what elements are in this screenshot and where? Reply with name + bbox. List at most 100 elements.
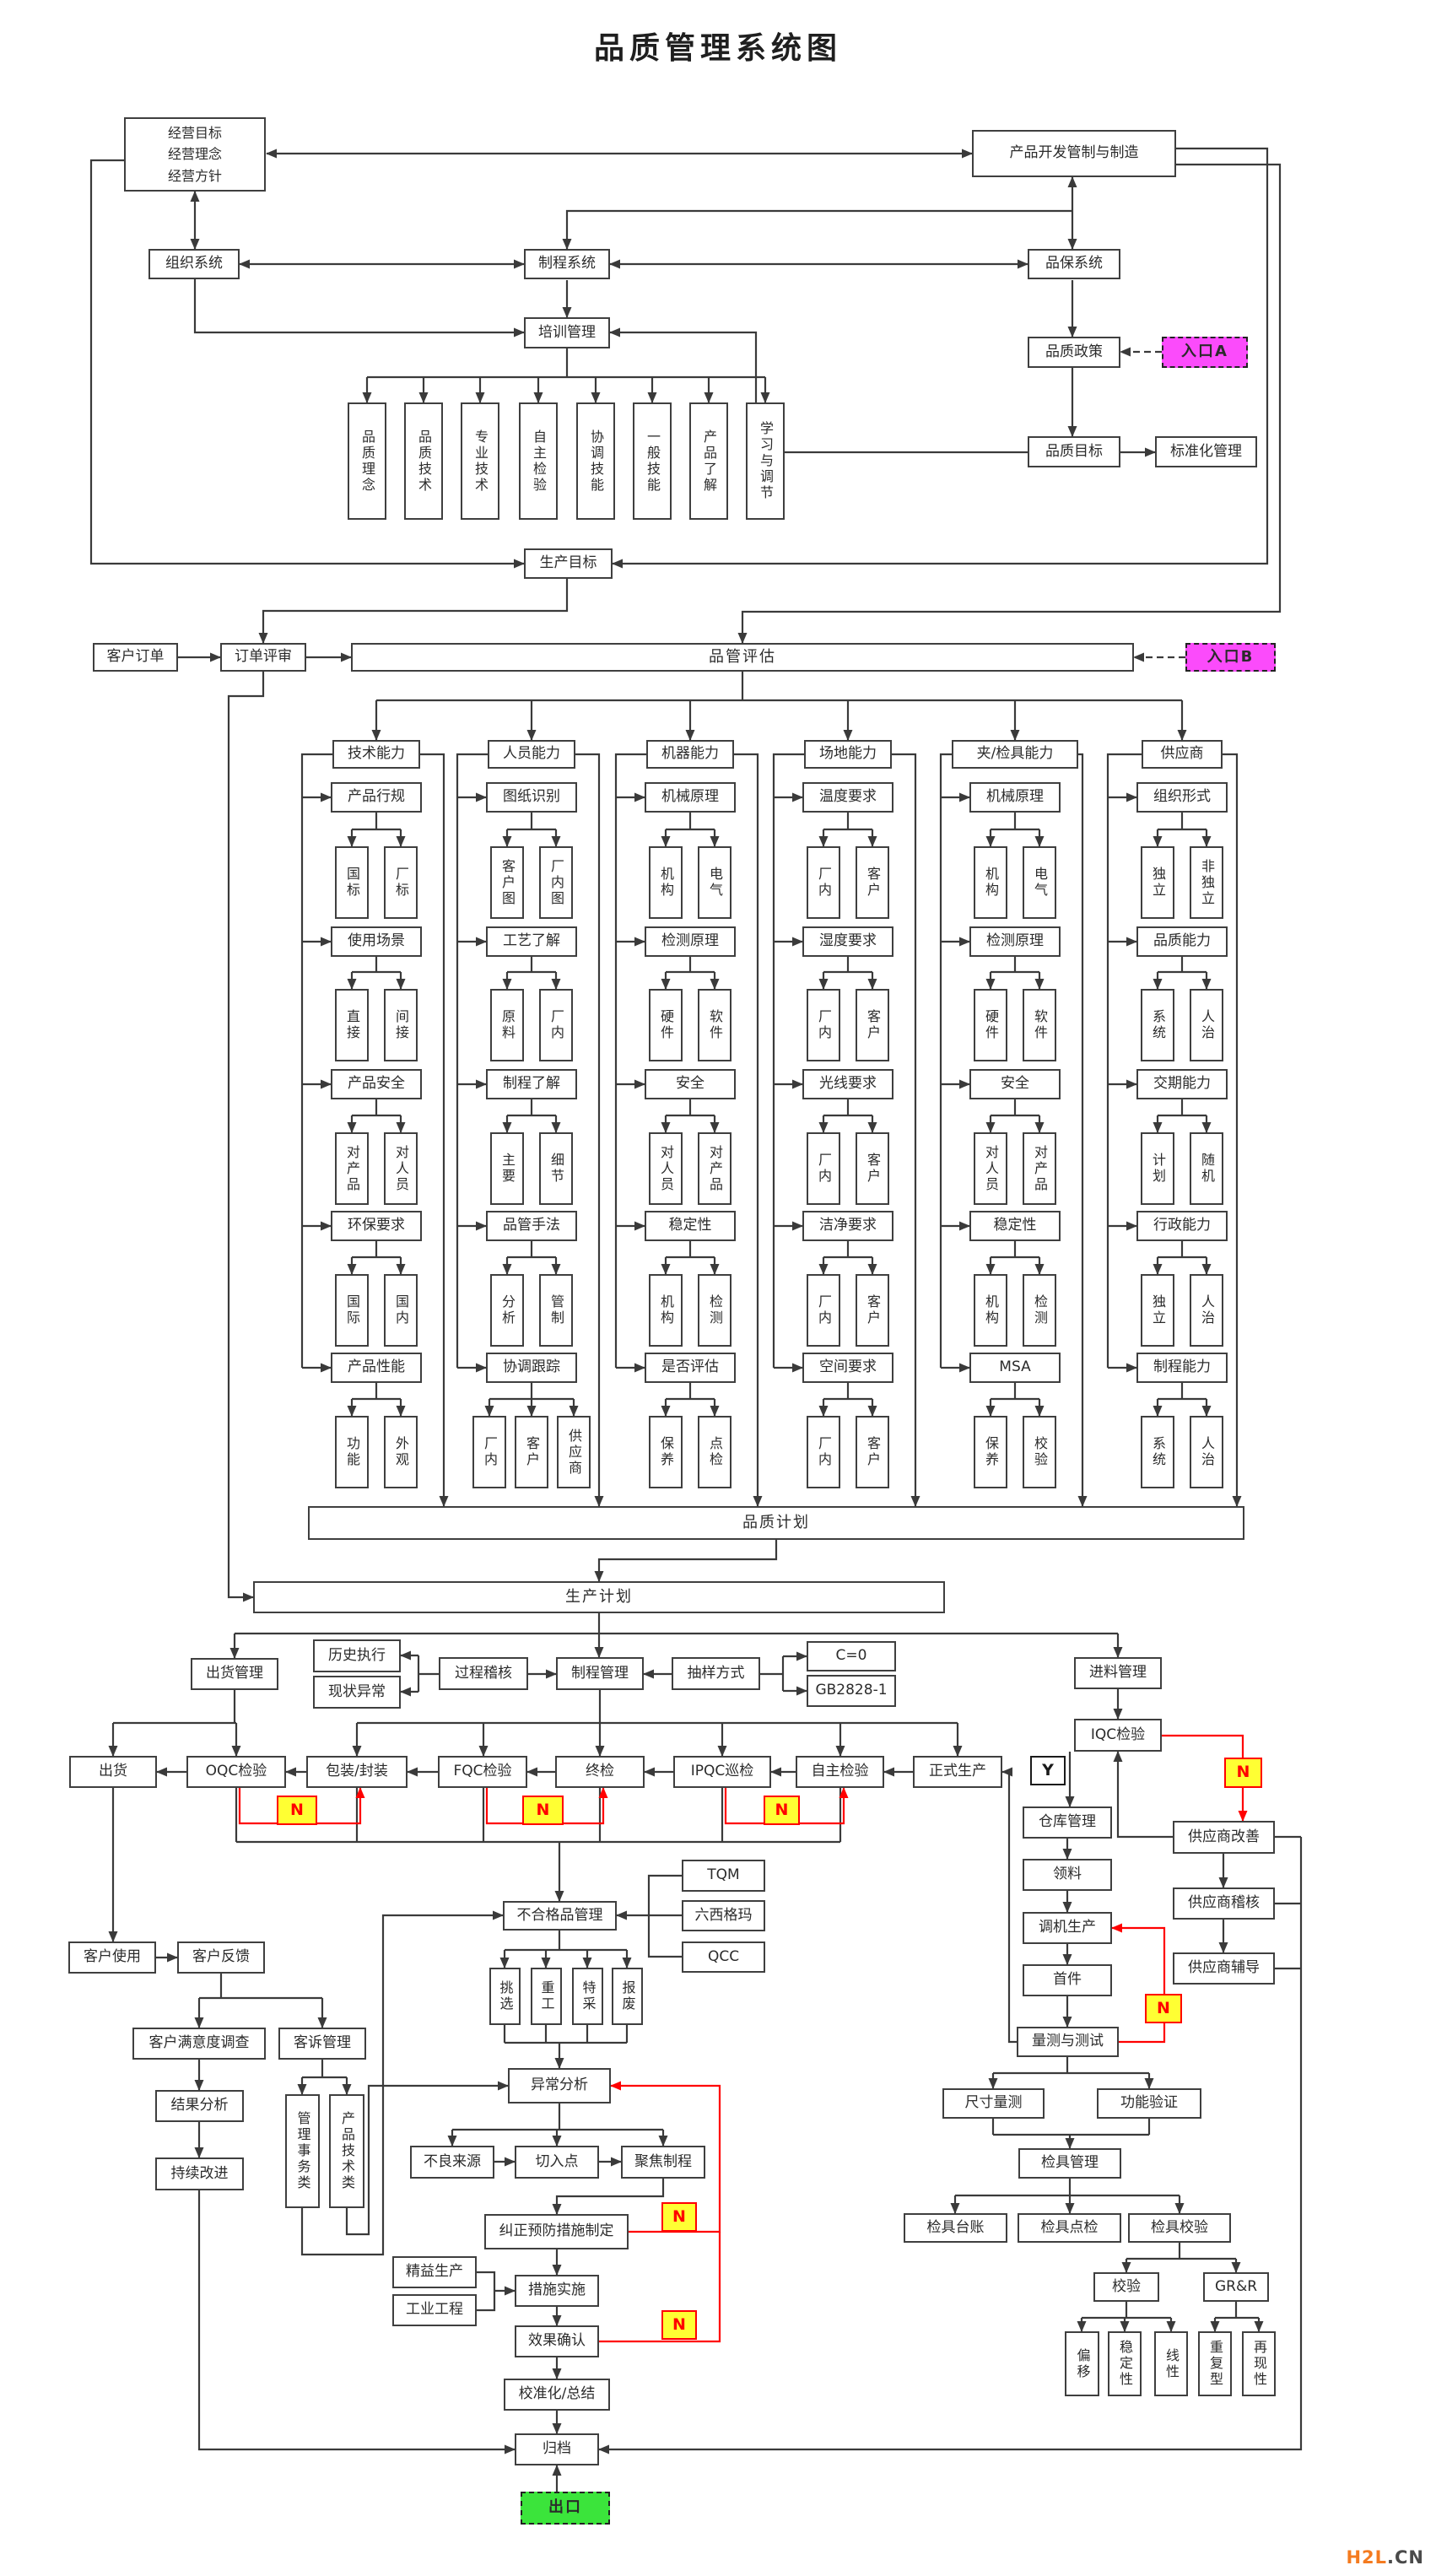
col-site-group-3-label: 洁净要求 (802, 1211, 893, 1241)
repeatability: 重复型 (1198, 2331, 1232, 2396)
training-quality-skill: 品质技术 (404, 402, 443, 520)
entry-b: 入口B (1185, 643, 1276, 672)
watermark-part1: H2L (1346, 2547, 1388, 2568)
col-personnel-group-1-child-1: 厂内 (539, 989, 573, 1061)
gauge-ledger: 检具台账 (904, 2213, 1007, 2243)
col-fixture-group-4-child-1: 校验 (1023, 1416, 1056, 1488)
gb2828: GB2828-1 (807, 1675, 896, 1707)
col-fixture-group-2-child-0: 对人员 (974, 1132, 1007, 1205)
col-supplier-group-0-label: 组织形式 (1136, 782, 1228, 813)
scrap: 报废 (612, 1968, 643, 2025)
training-quality-concept: 品质理念 (348, 402, 386, 520)
tqm: TQM (682, 1860, 765, 1892)
n-flag-iqc: N (1224, 1758, 1262, 1788)
col-fixture-group-1-child-0: 硬件 (974, 989, 1007, 1061)
col-tech-group-2-label: 产品安全 (331, 1069, 422, 1099)
col-supplier-group-4-child-0: 系统 (1141, 1416, 1174, 1488)
training-self-check: 自主检验 (519, 402, 558, 520)
packaging: 包装/封装 (306, 1756, 408, 1788)
col-site-group-0-label: 温度要求 (802, 782, 893, 813)
col-fixture-group-2-label: 安全 (969, 1069, 1061, 1099)
mgmt-affairs-class: 管理事务类 (285, 2094, 320, 2208)
col-supplier-group-3-child-1: 人治 (1190, 1274, 1223, 1347)
quality-policy: 品质政策 (1028, 337, 1120, 368)
col-site-group-2-label: 光线要求 (802, 1069, 893, 1099)
col-site-group-2-child-1: 客户 (856, 1132, 889, 1205)
col-personnel-group-4-child-0: 厂内 (472, 1416, 506, 1488)
rework: 重工 (531, 1968, 562, 2025)
training-general-skill: 一般技能 (633, 402, 672, 520)
industrial-eng: 工业工程 (392, 2294, 477, 2326)
col-machine-group-4-child-0: 保养 (649, 1416, 683, 1488)
col-supplier-group-0-child-1: 非独立 (1190, 846, 1223, 919)
col-tech-group-3-child-0: 国际 (335, 1274, 369, 1347)
incoming-mgmt: 进料管理 (1074, 1657, 1162, 1689)
exit: 出口 (521, 2492, 610, 2525)
six-sigma: 六西格玛 (682, 1900, 765, 1931)
entry-a: 入口A (1162, 337, 1248, 368)
col-personnel-group-0-label: 图纸识别 (486, 782, 577, 813)
result-analysis: 结果分析 (155, 2090, 244, 2122)
watermark-part2: .CN (1387, 2547, 1424, 2568)
customer-use: 客户使用 (68, 1941, 156, 1974)
col-supplier-group-2-child-1: 随机 (1190, 1132, 1223, 1205)
dimension-measure: 尺寸量测 (942, 2088, 1045, 2119)
col-fixture-group-4-label: MSA (969, 1353, 1061, 1383)
gauge-calibration: 检具校验 (1128, 2213, 1231, 2243)
col-site-group-1-child-1: 客户 (856, 989, 889, 1061)
product-dev: 产品开发管制与制造 (972, 130, 1176, 177)
col-supplier-header: 供应商 (1142, 740, 1223, 769)
production-plan: 生产计划 (253, 1581, 945, 1613)
process-mgmt: 制程管理 (556, 1657, 644, 1690)
col-machine-group-2-child-0: 对人员 (649, 1132, 683, 1205)
continuous-improve: 持续改进 (155, 2157, 244, 2190)
col-site-header: 场地能力 (804, 740, 892, 769)
col-personnel-group-3-label: 品管手法 (486, 1211, 577, 1241)
col-site-group-0-child-0: 厂内 (807, 846, 840, 919)
capa-plan: 纠正预防措施制定 (484, 2214, 629, 2249)
col-fixture-group-3-child-0: 机构 (974, 1274, 1007, 1347)
col-supplier-group-4-child-1: 人治 (1190, 1416, 1223, 1488)
training-product-knowledge: 产品了解 (689, 402, 728, 520)
watermark-logo: H2L.CN (1346, 2547, 1424, 2568)
col-personnel-group-4-child-1: 客户 (515, 1416, 548, 1488)
col-machine-group-0-label: 机械原理 (645, 782, 736, 813)
col-tech-group-1-child-0: 直接 (335, 989, 369, 1061)
oqc-inspection: OQC检验 (186, 1756, 286, 1788)
col-site-group-4-child-0: 厂内 (807, 1416, 840, 1488)
col-tech-group-4-child-0: 功能 (335, 1416, 369, 1488)
col-personnel-group-2-child-1: 细节 (539, 1132, 573, 1205)
n-flag-measure: N (1145, 1994, 1182, 2023)
concession: 特采 (572, 1968, 603, 2025)
col-supplier-group-0-child-0: 独立 (1141, 846, 1174, 919)
col-machine-group-3-child-0: 机构 (649, 1274, 683, 1347)
col-machine-header: 机器能力 (646, 740, 734, 769)
n-flag-oqc: N (277, 1796, 317, 1825)
col-tech-group-1-child-1: 间接 (384, 989, 418, 1061)
col-tech-group-2-child-0: 对产品 (335, 1132, 369, 1205)
material-pick: 领料 (1023, 1859, 1112, 1891)
supplier-coach: 供应商辅导 (1173, 1952, 1275, 1985)
col-machine-group-1-child-0: 硬件 (649, 989, 683, 1061)
bias: 偏移 (1065, 2331, 1099, 2396)
focus-process: 聚焦制程 (621, 2146, 705, 2179)
col-supplier-group-1-child-0: 系统 (1141, 989, 1174, 1061)
col-site-group-3-child-1: 客户 (856, 1274, 889, 1347)
process-system: 制程系统 (524, 249, 610, 279)
col-personnel-group-4-child-2: 供应商 (557, 1416, 591, 1488)
col-machine-group-3-label: 稳定性 (645, 1211, 736, 1241)
shipping-mgmt: 出货管理 (191, 1658, 278, 1690)
satisfaction-survey: 客户满意度调查 (132, 2028, 266, 2060)
standardization: 标准化管理 (1155, 436, 1257, 467)
shipment: 出货 (69, 1756, 157, 1788)
col-personnel-group-0-child-1: 厂内图 (539, 846, 573, 919)
col-supplier-group-3-child-0: 独立 (1141, 1274, 1174, 1347)
col-fixture-group-0-child-1: 电气 (1023, 846, 1056, 919)
implement-measures: 措施实施 (515, 2275, 599, 2307)
quality-plan: 品质计划 (308, 1506, 1244, 1540)
complaint-mgmt: 客诉管理 (278, 2028, 366, 2060)
col-tech-group-0-child-1: 厂标 (384, 846, 418, 919)
col-machine-group-0-child-1: 电气 (698, 846, 731, 919)
process-audit: 过程稽核 (439, 1657, 528, 1690)
